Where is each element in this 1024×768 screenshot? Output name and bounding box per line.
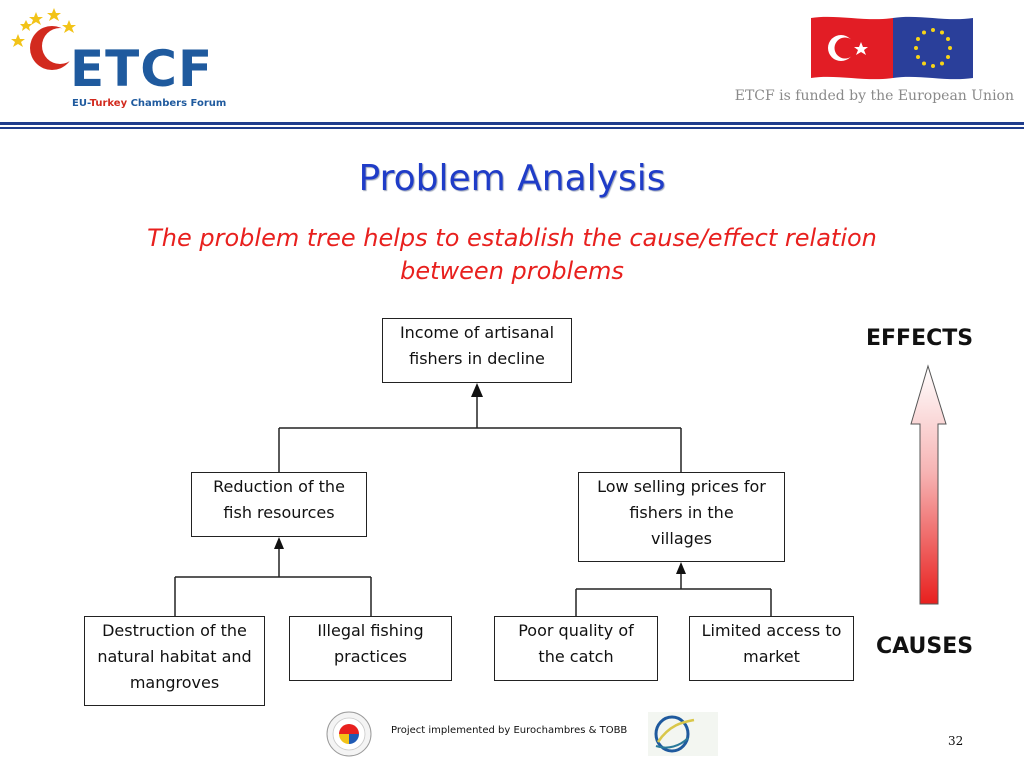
arrowhead-root bbox=[471, 383, 483, 397]
header-divider bbox=[0, 122, 1024, 125]
slide-title: Problem Analysis bbox=[358, 158, 666, 199]
logo-tagline: EU-Turkey Chambers Forum bbox=[72, 98, 227, 109]
slide-subtitle: The problem tree helps to establish the … bbox=[147, 224, 877, 285]
flags-image bbox=[811, 16, 973, 80]
node-branch-left: Reduction of the fish resources bbox=[191, 472, 367, 537]
funded-by-text: ETCF is funded by the European Union bbox=[734, 88, 1014, 104]
tobb-logo bbox=[326, 711, 372, 757]
effects-label: EFFECTS bbox=[866, 326, 974, 351]
arrowhead-left bbox=[274, 537, 284, 549]
header-divider-thin bbox=[0, 127, 1024, 129]
stars-icon bbox=[11, 8, 76, 47]
node-root: Income of artisanal fishers in decline bbox=[382, 318, 572, 383]
node-leaf-habitat: Destruction of the natural habitat and m… bbox=[84, 616, 265, 706]
page-number: 32 bbox=[948, 734, 964, 748]
node-branch-right: Low selling prices for fishers in the vi… bbox=[578, 472, 785, 562]
footer-project-text: Project implemented by Eurochambres & TO… bbox=[391, 725, 628, 736]
node-leaf-catch-quality: Poor quality of the catch bbox=[494, 616, 658, 681]
eurochambres-logo bbox=[648, 712, 718, 756]
node-leaf-market-access: Limited access to market bbox=[689, 616, 854, 681]
cause-effect-arrow-icon bbox=[910, 364, 947, 605]
causes-label: CAUSES bbox=[876, 634, 974, 659]
arrowhead-right bbox=[676, 562, 686, 574]
node-leaf-illegal-fishing: Illegal fishing practices bbox=[289, 616, 452, 681]
logo-wordmark: ETCF bbox=[70, 40, 214, 98]
crescent-icon bbox=[30, 26, 78, 70]
etcf-logo bbox=[11, 8, 78, 70]
turkey-flag-icon bbox=[811, 16, 893, 80]
eu-flag-icon bbox=[893, 16, 973, 80]
